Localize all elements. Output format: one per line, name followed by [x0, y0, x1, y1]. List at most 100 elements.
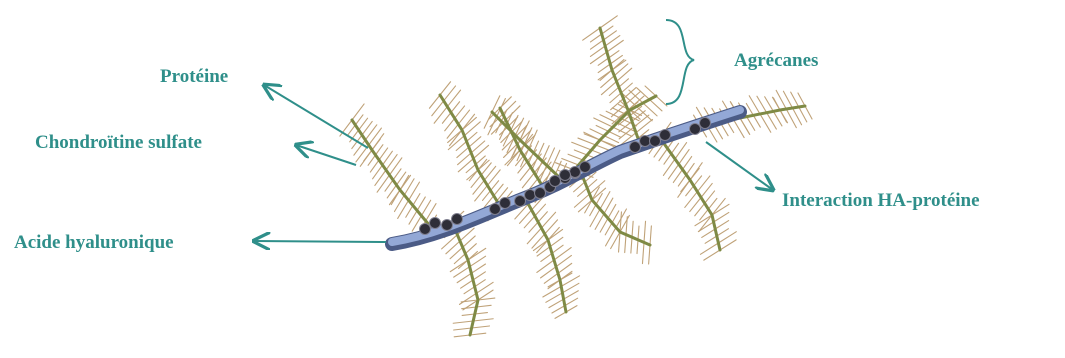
- chondroitin-chain: [454, 328, 472, 330]
- link-protein-bead: [570, 167, 581, 178]
- link-protein-bead: [630, 142, 641, 153]
- link-protein-bead: [690, 124, 701, 135]
- chondroitin-chain: [548, 229, 563, 240]
- chondroitin-chain: [598, 58, 608, 65]
- chondroitin-chain: [359, 118, 368, 130]
- chondroitin-chain: [634, 115, 649, 127]
- chondroitin-chain: [368, 155, 375, 165]
- chondroitin-chain: [606, 227, 616, 245]
- chondroitin-chain: [799, 107, 807, 122]
- chondroitin-chain: [605, 223, 612, 235]
- chondroitin-chain: [609, 87, 619, 95]
- chondroitin-chain: [600, 140, 616, 148]
- chondroitin-chain: [645, 86, 656, 96]
- chondroitin-chain: [757, 96, 767, 112]
- chondroitin-chain: [686, 163, 694, 174]
- chondroitin-chain: [637, 240, 638, 254]
- chondroitin-chain: [461, 280, 473, 288]
- chondroitin-chain: [445, 118, 455, 130]
- chondroitin-chain: [578, 138, 596, 145]
- link-protein-bead: [560, 170, 571, 181]
- chondroitin-chain: [491, 181, 499, 191]
- label-interaction-ha-proteine: Interaction HA-protéine: [782, 190, 980, 211]
- chondroitin-chain: [566, 306, 577, 312]
- core-protein: [660, 138, 720, 250]
- chondroitin-chain: [565, 298, 578, 305]
- chondroitin-chain: [473, 272, 485, 280]
- chondroitin-chain: [590, 181, 605, 194]
- chondroitin-chain: [717, 229, 729, 236]
- chondroitin-chain: [659, 149, 668, 161]
- chondroitin-chain: [604, 136, 618, 143]
- chondroitin-chain: [527, 228, 541, 244]
- chondroitin-chain: [619, 127, 634, 139]
- chondroitin-chain: [708, 198, 717, 209]
- chondroitine-arrow: [296, 145, 356, 165]
- chondroitin-chain: [552, 306, 565, 313]
- chondroitin-chain: [462, 307, 477, 309]
- chondroitin-chain: [473, 145, 488, 158]
- chondroitin-chain: [552, 245, 563, 253]
- chondroitin-chain: [631, 237, 632, 253]
- chondroitin-chain: [699, 215, 712, 232]
- chondroitin-chain: [642, 242, 644, 263]
- chondroitin-chain: [612, 211, 619, 223]
- chondroitin-chain: [683, 157, 692, 170]
- chondroitin-chain: [379, 148, 388, 160]
- chondroitin-chain: [636, 119, 653, 132]
- chondroitin-chain: [590, 129, 604, 136]
- chondroitin-chain: [496, 121, 502, 132]
- chondroitin-chain: [487, 170, 500, 186]
- chondroitin-chain: [619, 79, 629, 87]
- chondroitin-chain: [617, 68, 632, 81]
- chondroitin-chain: [473, 319, 493, 321]
- agrecanes-brace: [666, 20, 694, 104]
- chondroitin-chain: [386, 155, 397, 170]
- link-protein-bead: [650, 136, 661, 147]
- chondroitin-chain: [478, 160, 489, 170]
- chondroitin-chain: [470, 333, 486, 335]
- chondroitin-chain: [572, 142, 592, 150]
- link-protein-bead: [700, 118, 711, 129]
- chondroitin-chain: [650, 100, 663, 111]
- chondroitin-chain: [686, 186, 694, 196]
- chondroitin-chain: [429, 95, 440, 108]
- chondroitin-chain: [746, 103, 753, 115]
- chondroitin-chain: [471, 264, 485, 273]
- chondroitin-chain: [453, 321, 473, 323]
- chondroitin-chain: [365, 125, 376, 140]
- chondroitin-chain: [372, 139, 380, 150]
- chondroitin-chain: [409, 211, 417, 225]
- chondroitin-chain: [590, 205, 596, 216]
- link-protein-bead: [442, 220, 453, 231]
- chondroitin-chain: [590, 34, 601, 42]
- chondroitin-chain: [454, 254, 465, 264]
- chondroitin-chain: [417, 197, 425, 211]
- chondroitin-chain: [601, 81, 616, 94]
- chondroitin-chain: [608, 204, 616, 218]
- chondroitin-chain: [773, 98, 780, 110]
- chondroitin-chain: [720, 240, 736, 250]
- chondroitin-chain: [715, 221, 728, 229]
- chondroitin-chain: [574, 150, 587, 155]
- chondroitin-chain: [370, 160, 379, 172]
- chondroitin-chain: [465, 244, 476, 254]
- chondroitin-chain: [574, 182, 585, 192]
- chondroitin-chain: [753, 115, 760, 127]
- chondroitin-chain: [464, 287, 475, 294]
- chondroitin-chain: [467, 132, 477, 141]
- chondroitin-chain: [590, 40, 603, 49]
- chondroitin-chain: [454, 335, 470, 337]
- chondroitin-chain: [644, 221, 646, 242]
- chondroitin-chain: [747, 117, 755, 131]
- label-acide-hyaluronique: Acide hyaluronique: [14, 232, 174, 253]
- chondroitin-chain: [585, 200, 592, 213]
- chondroitin-chain: [447, 90, 460, 107]
- link-protein-bead: [660, 130, 671, 141]
- chondroitin-chain: [457, 273, 471, 282]
- link-protein-bead: [535, 188, 546, 199]
- chondroitin-chain: [656, 96, 667, 106]
- chondroitin-chain: [705, 191, 715, 203]
- chondroitin-chain: [562, 158, 579, 165]
